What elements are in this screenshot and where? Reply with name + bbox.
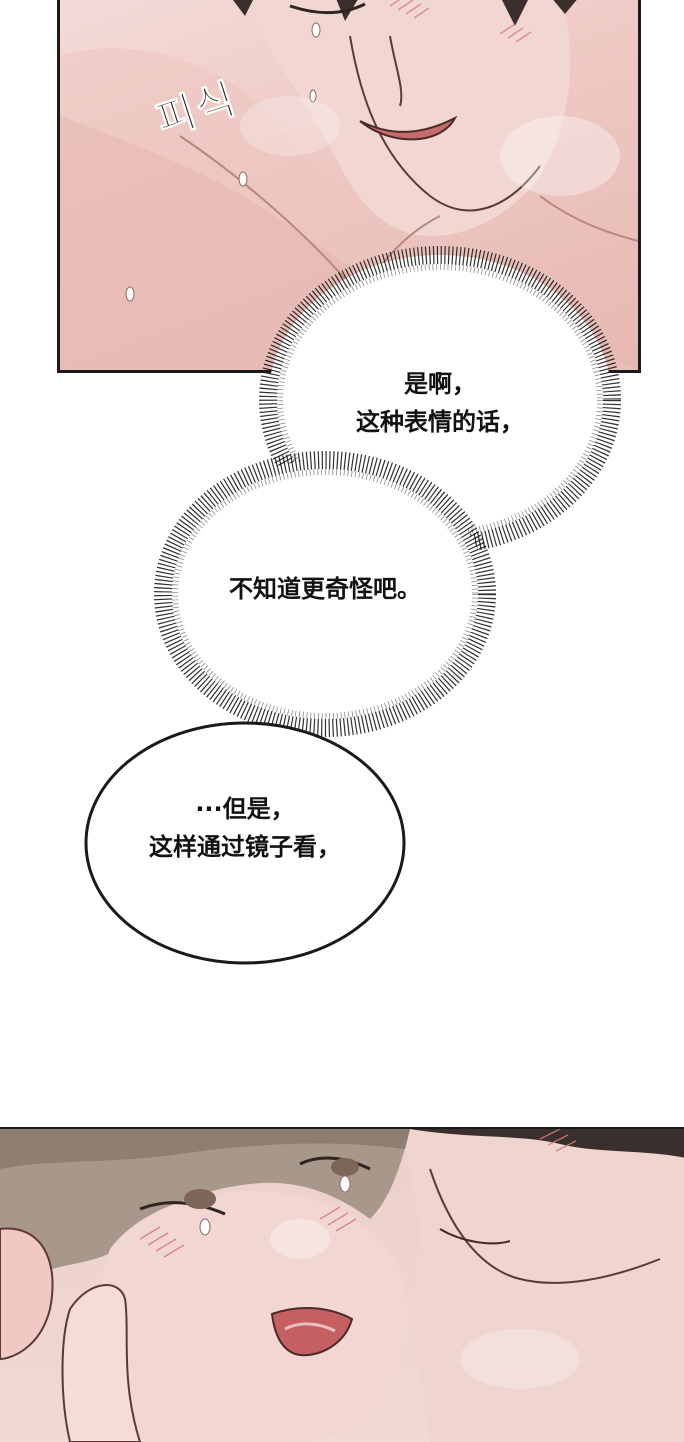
bottom-panel-art: [0, 1129, 684, 1442]
top-panel-art: [60, 0, 638, 370]
speech-bubble-1-line-2: 这样通过镜子看，: [149, 833, 341, 861]
burst-bubble-2-text: 不知道更奇怪吧。: [185, 570, 465, 608]
burst-bubble-1-line-1: 是啊，: [404, 370, 476, 398]
burst-bubble-1-text: 是啊， 这种表情的话，: [300, 365, 580, 441]
speech-bubble-1-line-1: ···但是，: [195, 795, 295, 823]
speech-bubble-1-text: ···但是， 这样通过镜子看，: [105, 790, 385, 866]
burst-bubble-2-line-1: 不知道更奇怪吧。: [229, 575, 421, 603]
top-panel: 피식: [57, 0, 641, 373]
bottom-panel: [0, 1127, 684, 1442]
burst-bubble-1-line-2: 这种表情的话，: [356, 408, 524, 436]
